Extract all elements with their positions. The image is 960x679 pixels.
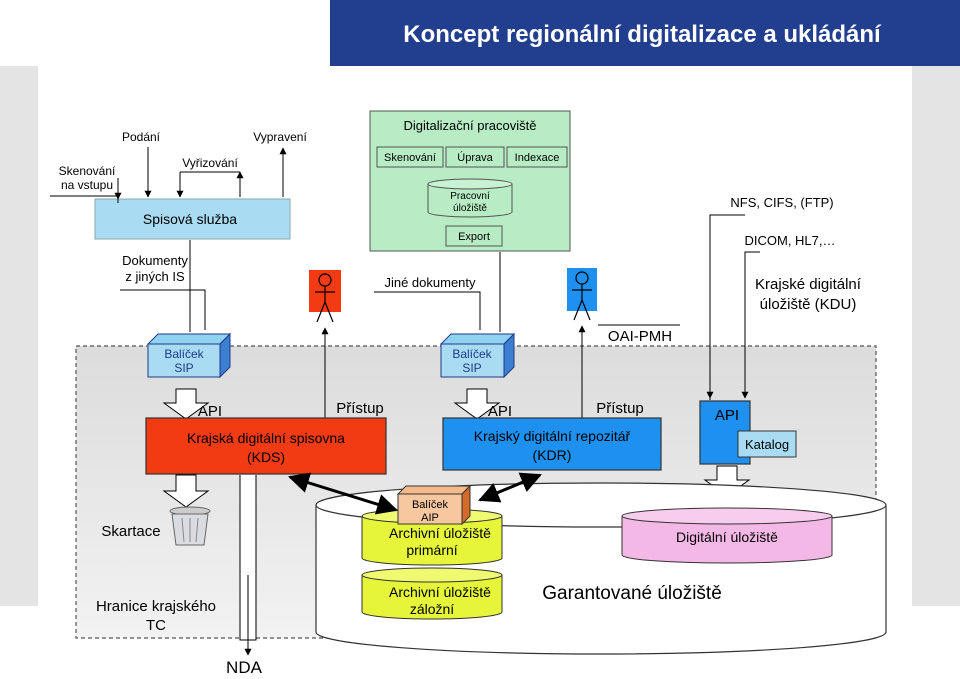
person-red-icon [309,270,341,323]
nda-label: NDA [226,658,263,674]
left-strip [0,66,38,606]
step-skenovani [376,146,444,168]
export-label: Export [458,231,490,243]
hranice-line1: Hranice krajského [96,598,216,615]
skartace-label: Skartace [101,523,160,540]
step-indexace-label: Indexace [515,152,560,164]
kdu-label-line1: Krajské digitální [755,276,862,293]
dokumenty-jinych-is-line2: z jiných IS [125,269,185,284]
aip-line2: AIP [421,512,439,524]
podani-label: Podání [122,130,161,144]
page-title: Koncept regionální digitalizace a ukládá… [403,21,882,48]
sip-to-kdr-arrow [453,388,501,420]
skenovani-vstup-line1: Skenování [59,164,116,178]
katalog-box[interactable] [737,430,797,458]
header-logo-area [0,0,330,66]
right-strip [912,66,960,606]
sip-package-left: Balíček SIP [146,332,232,379]
kdr-label-line1: Krajský digitální repozitář [474,428,631,444]
pracovni-line2: úložiště [453,203,487,214]
kdr-archive-arrow [478,472,542,503]
kds-label-line2: (KDS) [247,449,285,465]
kdu-label-line2: úložiště (KDU) [760,296,857,313]
jine-dokumenty-label: Jiné dokumenty [384,275,476,290]
trash-bin-icon [169,506,211,546]
archivni-zalozni-line2: záložní [410,601,454,617]
kds-box [145,417,387,475]
pracoviste-title: Digitalizační pracoviště [404,118,537,133]
oai-pmh-label: OAI-PMH [608,328,672,345]
sip-right-line1: Balíček [452,347,492,361]
spisova-sluzba-label: Spisová služba [143,211,237,227]
dokumenty-connector [120,289,206,330]
kdr-box [442,417,662,471]
step-skenovani-label: Skenování [384,152,436,164]
step-uprava-label: Úprava [457,151,493,164]
pracovni-line1: Pracovní [450,191,490,202]
kdr-pristup-label: Přístup [596,400,644,417]
person-blue-icon [567,268,597,321]
export-box [445,225,503,247]
kdr-api-label: API [488,403,512,420]
aip-package: Balíček AIP [396,484,472,526]
sip-package-right: Balíček SIP [439,332,516,379]
step-uprava [445,146,505,168]
aip-line1: Balíček [412,499,449,511]
digitalni-uloziste-label: Digitální úložiště [676,529,778,545]
kdr-label-line2: (KDR) [533,447,572,463]
sip-right-line2: SIP [462,361,481,375]
kds-to-skartace-arrow [162,474,210,508]
kds-archive-arrow [287,472,399,515]
dicom-label: DICOM, HL7,… [744,233,835,248]
archivni-zalozni-line1: Archivní úložiště [389,584,491,600]
garantovane-label: Garantované úložiště [542,583,722,604]
katalog-label: Katalog [745,437,789,452]
spisova-sluzba-box [94,198,291,240]
sip-left-line1: Balíček [164,347,204,361]
sip-left-line2: SIP [174,361,193,375]
digitalni-uloziste-cylinder [621,507,833,564]
step-indexace [506,146,568,168]
sip-to-kds-arrow [162,388,210,420]
kds-api-label: API [198,403,222,420]
dokumenty-jinych-is-line1: Dokumenty [122,253,188,268]
vyrizovani-label: Vyřizování [182,156,238,170]
vypraveni-label: Vypravení [253,130,307,144]
hranice-line2: TC [146,617,166,634]
kds-pristup-label: Přístup [336,400,384,417]
kds-label-line1: Krajská digitální spisovna [187,430,345,446]
nfs-label: NFS, CIFS, (FTP) [730,195,833,210]
jine-dokumenty-connector [374,291,481,330]
kdu-api-label: API [715,407,739,424]
header-title-area [330,0,960,66]
pracovni-uloziste-cylinder: Pracovní úložiště [427,178,513,218]
archivni-primarni-line2: primární [406,542,457,558]
archivni-zalozni-cylinder [361,567,503,620]
archivni-primarni-line1: Archivní úložiště [389,525,491,541]
skenovani-vstup-line2: na vstupu [61,178,113,192]
